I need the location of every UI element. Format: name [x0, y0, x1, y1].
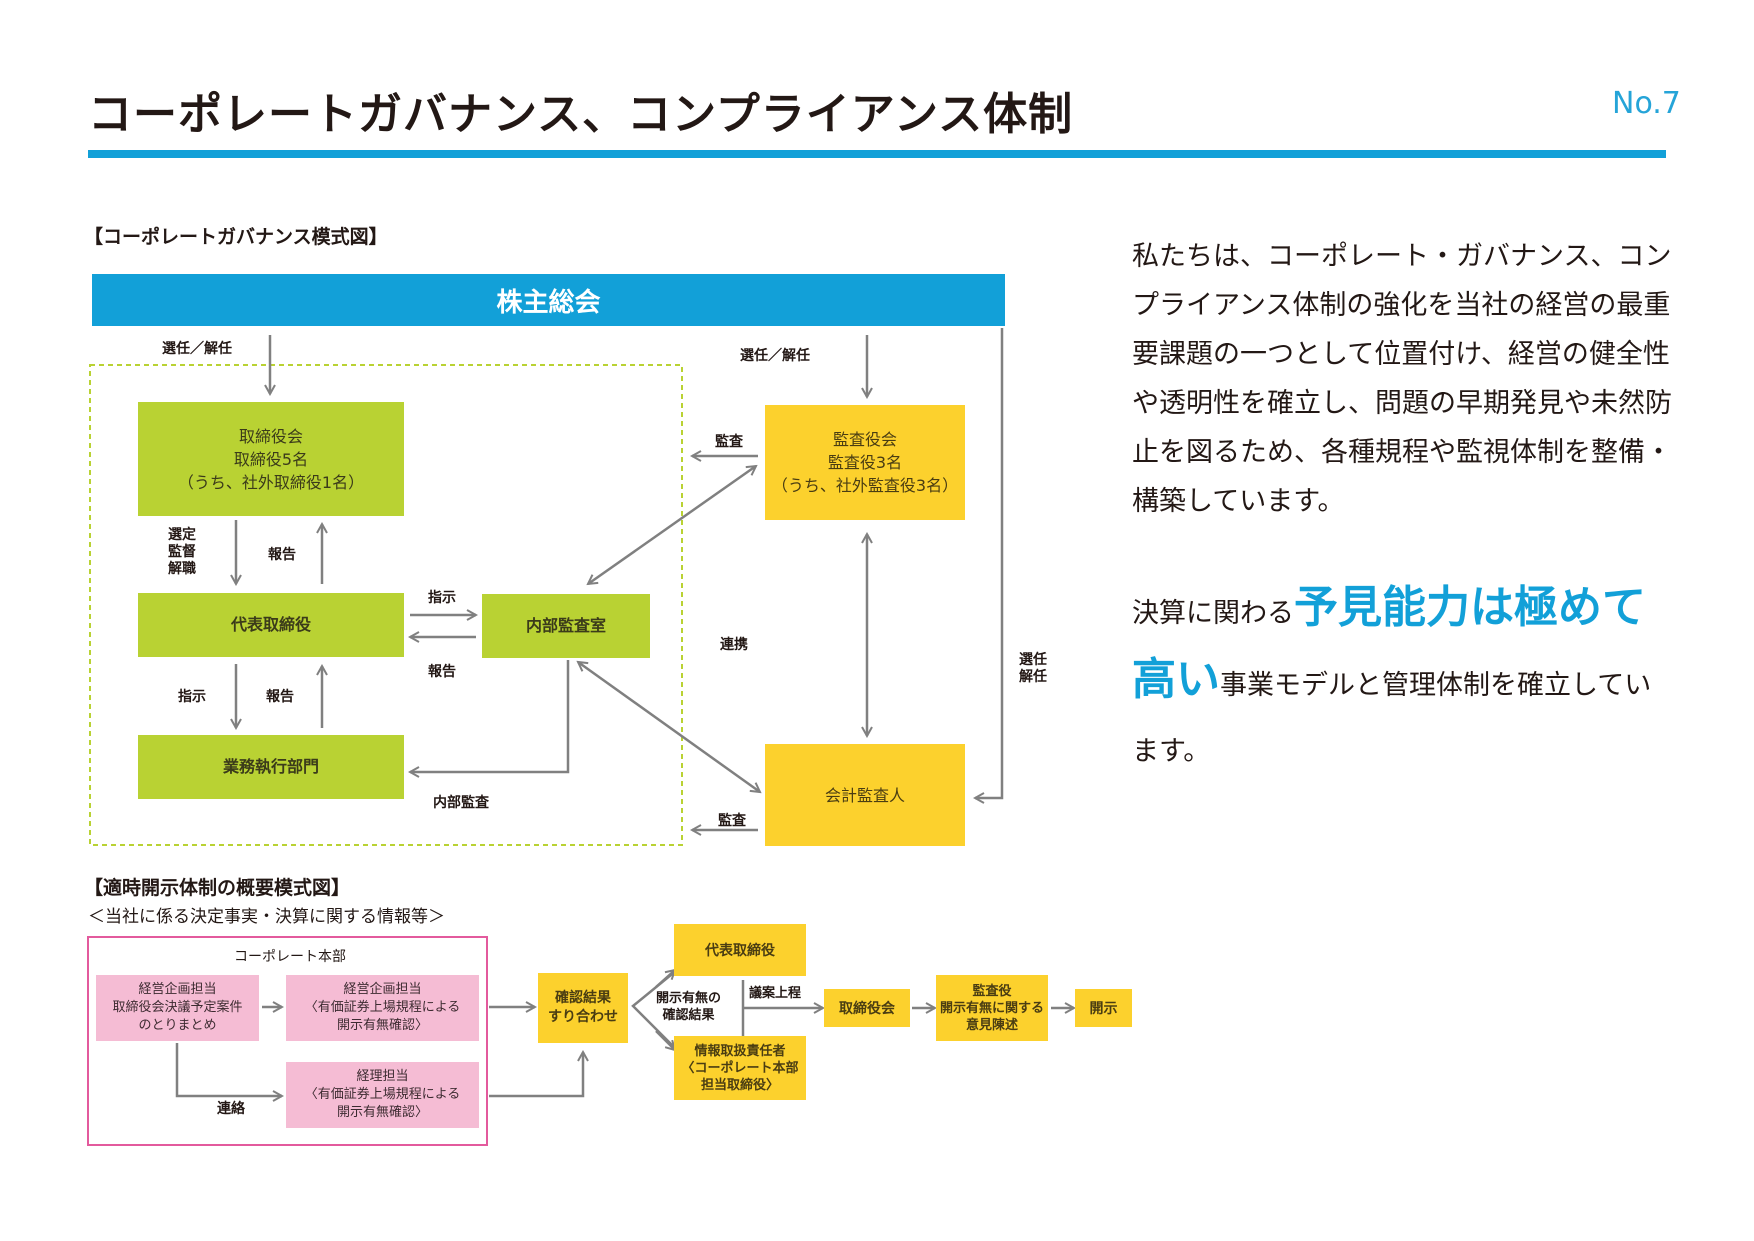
p2-after: 事業モデルと管理体制を確立しています。 — [1132, 670, 1652, 767]
label-select-supervise-dismiss: 選定 監督 解職 — [168, 527, 196, 578]
accounting-auditor-box: 会計監査人 — [765, 744, 965, 846]
corporate-hq-label: コーポレート本部 — [234, 949, 346, 965]
p2-highlight: 予見能力は極めて高い — [1132, 582, 1646, 705]
rep-director-box: 代表取締役 — [138, 593, 404, 657]
audit-board-box: 監査役会 監査役3名 （うち、社外監査役3名） — [765, 405, 965, 520]
audit-board-line2: 監査役3名 — [827, 453, 903, 472]
box1-line3: のとりまとめ — [138, 1018, 217, 1033]
label-agenda: 議案上程 — [749, 986, 802, 1001]
disclosure-board-box: 取締役会 — [824, 989, 910, 1027]
box2-line3: 開示有無確認〉 — [336, 1018, 428, 1033]
disclosure-rep-director-box: 代表取締役 — [674, 924, 806, 976]
accounting-confirm-box: 経理担当 〈有価証券上場規程による 開示有無確認〉 — [286, 1062, 479, 1128]
governance-section-title: 【コーポレートガバナンス模式図】 — [84, 226, 388, 248]
auditor-line1: 監査役 — [972, 983, 1012, 999]
confirm-line2: すり合わせ — [548, 1009, 618, 1025]
box1-line1: 経営企画担当 — [138, 982, 217, 997]
disclose-box: 開示 — [1075, 989, 1132, 1027]
planning-compile-box: 経営企画担当 取締役会決議予定案件 のとりまとめ — [96, 975, 259, 1041]
disclosure-section-title: 【適時開示体制の概要模式図】 — [84, 877, 351, 899]
label-report-board: 報告 — [268, 547, 296, 563]
label-instruct-ia: 指示 — [428, 590, 456, 606]
label-elect-dismiss-right: 選任／解任 — [740, 348, 810, 364]
info-officer-line2: 〈コーポレート本部 — [681, 1060, 799, 1076]
disclosure-subtitle: ＜当社に係る決定事実・決算に関する情報等＞ — [88, 907, 445, 927]
label-report-dept: 報告 — [266, 689, 294, 705]
label-dismiss-right: 解任 — [1019, 669, 1047, 685]
label-dismiss: 解職 — [168, 561, 196, 577]
page-number: No.7 — [1612, 86, 1681, 121]
info-officer-line1: 情報取扱責任者 — [694, 1043, 786, 1059]
info-officer-line3: 担当取締役〉 — [700, 1077, 779, 1093]
box2-line2: 〈有価証券上場規程による — [304, 1000, 461, 1015]
board-line1: 取締役会 — [238, 426, 303, 446]
audit-board-line1: 監査役会 — [832, 430, 897, 449]
box3-line3: 開示有無確認〉 — [336, 1105, 428, 1120]
label-internal-audit: 内部監査 — [433, 795, 489, 811]
board-line2: 取締役5名 — [233, 449, 309, 469]
label-elect: 選任 — [1019, 652, 1047, 668]
label-audit-top: 監査 — [715, 434, 743, 450]
label-report-ia: 報告 — [428, 664, 456, 680]
shareholders-meeting: 株主総会 — [92, 274, 1005, 326]
confirm-result-line2: 確認結果 — [662, 1008, 715, 1023]
audit-board-line3: （うち、社外監査役3名） — [771, 476, 959, 495]
confirm-line1: 確認結果 — [555, 990, 611, 1006]
info-officer-box: 情報取扱責任者 〈コーポレート本部 担当取締役〉 — [674, 1036, 806, 1100]
box1-line2: 取締役会決議予定案件 — [112, 1000, 243, 1015]
confirm-result-line1: 開示有無の — [656, 991, 722, 1006]
box3-line2: 〈有価証券上場規程による — [304, 1087, 461, 1102]
auditor-line2: 開示有無に関する — [939, 1000, 1044, 1016]
header-rule — [88, 150, 1666, 158]
label-contact: 連絡 — [217, 1101, 245, 1117]
label-instruct-dept: 指示 — [178, 689, 206, 705]
highlight-paragraph: 決算に関わる予見能力は極めて高い事業モデルと管理体制を確立しています。 — [1132, 575, 1672, 785]
label-elect-dismiss-vertical: 選任 解任 — [1019, 652, 1047, 686]
label-select: 選定 — [168, 527, 196, 543]
auditor-line3: 意見陳述 — [965, 1017, 1018, 1033]
box2-line1: 経営企画担当 — [343, 982, 422, 997]
label-elect-dismiss: 選任／解任 — [162, 341, 232, 357]
board-line3: （うち、社外取締役1名） — [177, 472, 365, 492]
label-confirm-result: 開示有無の 確認結果 — [656, 990, 721, 1024]
internal-audit-office-box: 内部監査室 — [482, 594, 650, 658]
confirm-merge-box: 確認結果 すり合わせ — [538, 973, 628, 1043]
label-cooperation: 連携 — [720, 637, 748, 653]
box3-line1: 経理担当 — [356, 1069, 409, 1084]
auditor-opinion-box: 監査役 開示有無に関する 意見陳述 — [936, 975, 1048, 1041]
page-title: コーポレートガバナンス、コンプライアンス体制 — [88, 89, 1074, 140]
label-audit-bottom: 監査 — [718, 813, 746, 829]
p2-before: 決算に関わる — [1132, 598, 1294, 629]
label-supervise: 監督 — [168, 544, 196, 560]
planning-confirm-box: 経営企画担当 〈有価証券上場規程による 開示有無確認〉 — [286, 975, 479, 1041]
business-dept-box: 業務執行部門 — [138, 735, 404, 799]
intro-paragraph: 私たちは、コーポレート・ガバナンス、コンプライアンス体制の強化を当社の経営の最重… — [1132, 241, 1672, 517]
board-of-directors-box: 取締役会 取締役5名 （うち、社外取締役1名） — [138, 402, 404, 516]
